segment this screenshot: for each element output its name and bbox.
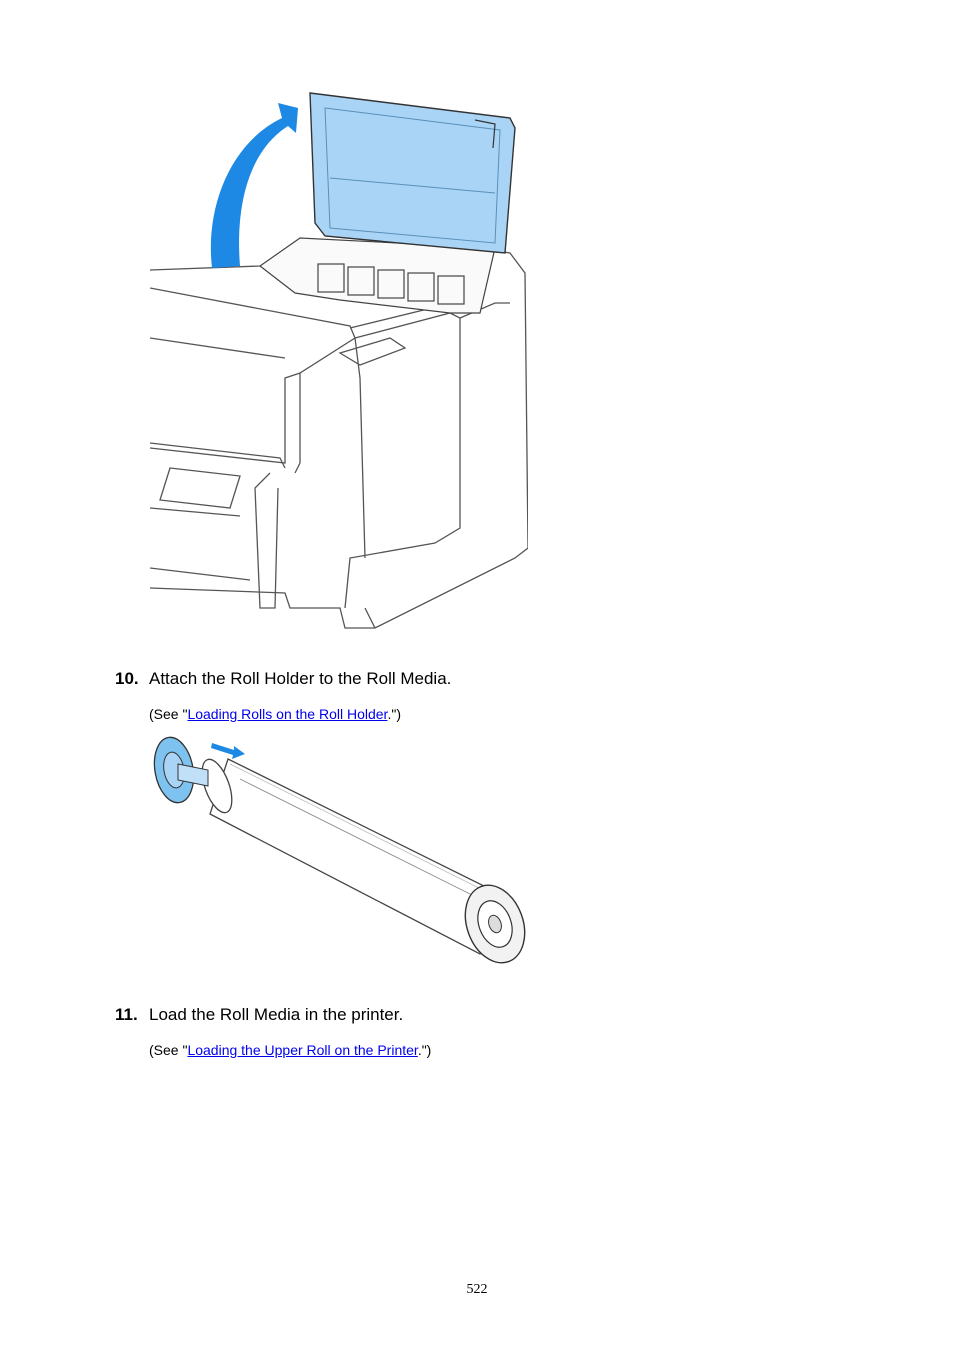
link-loading-upper-roll-on-printer[interactable]: Loading the Upper Roll on the Printer xyxy=(187,1042,418,1058)
link-loading-rolls-on-roll-holder[interactable]: Loading Rolls on the Roll Holder xyxy=(187,706,388,722)
step-instruction: Load the Roll Media in the printer. xyxy=(149,1005,404,1024)
page-number: 522 xyxy=(466,1282,488,1297)
step-instruction: Attach the Roll Holder to the Roll Media… xyxy=(149,669,452,688)
step-number: 11. xyxy=(115,1005,138,1024)
printer-top-cover-illustration xyxy=(150,88,528,633)
reference-prefix: (See " xyxy=(149,1042,188,1058)
reference-note: (See "Loading Rolls on the Roll Holder."… xyxy=(149,705,401,723)
reference-suffix: .") xyxy=(417,1042,432,1058)
step-number: 10. xyxy=(115,669,139,688)
reference-suffix: .") xyxy=(387,706,401,722)
reference-note: (See "Loading the Upper Roll on the Prin… xyxy=(149,1041,431,1059)
reference-prefix: (See " xyxy=(149,706,188,722)
roll-holder-illustration xyxy=(150,734,528,968)
